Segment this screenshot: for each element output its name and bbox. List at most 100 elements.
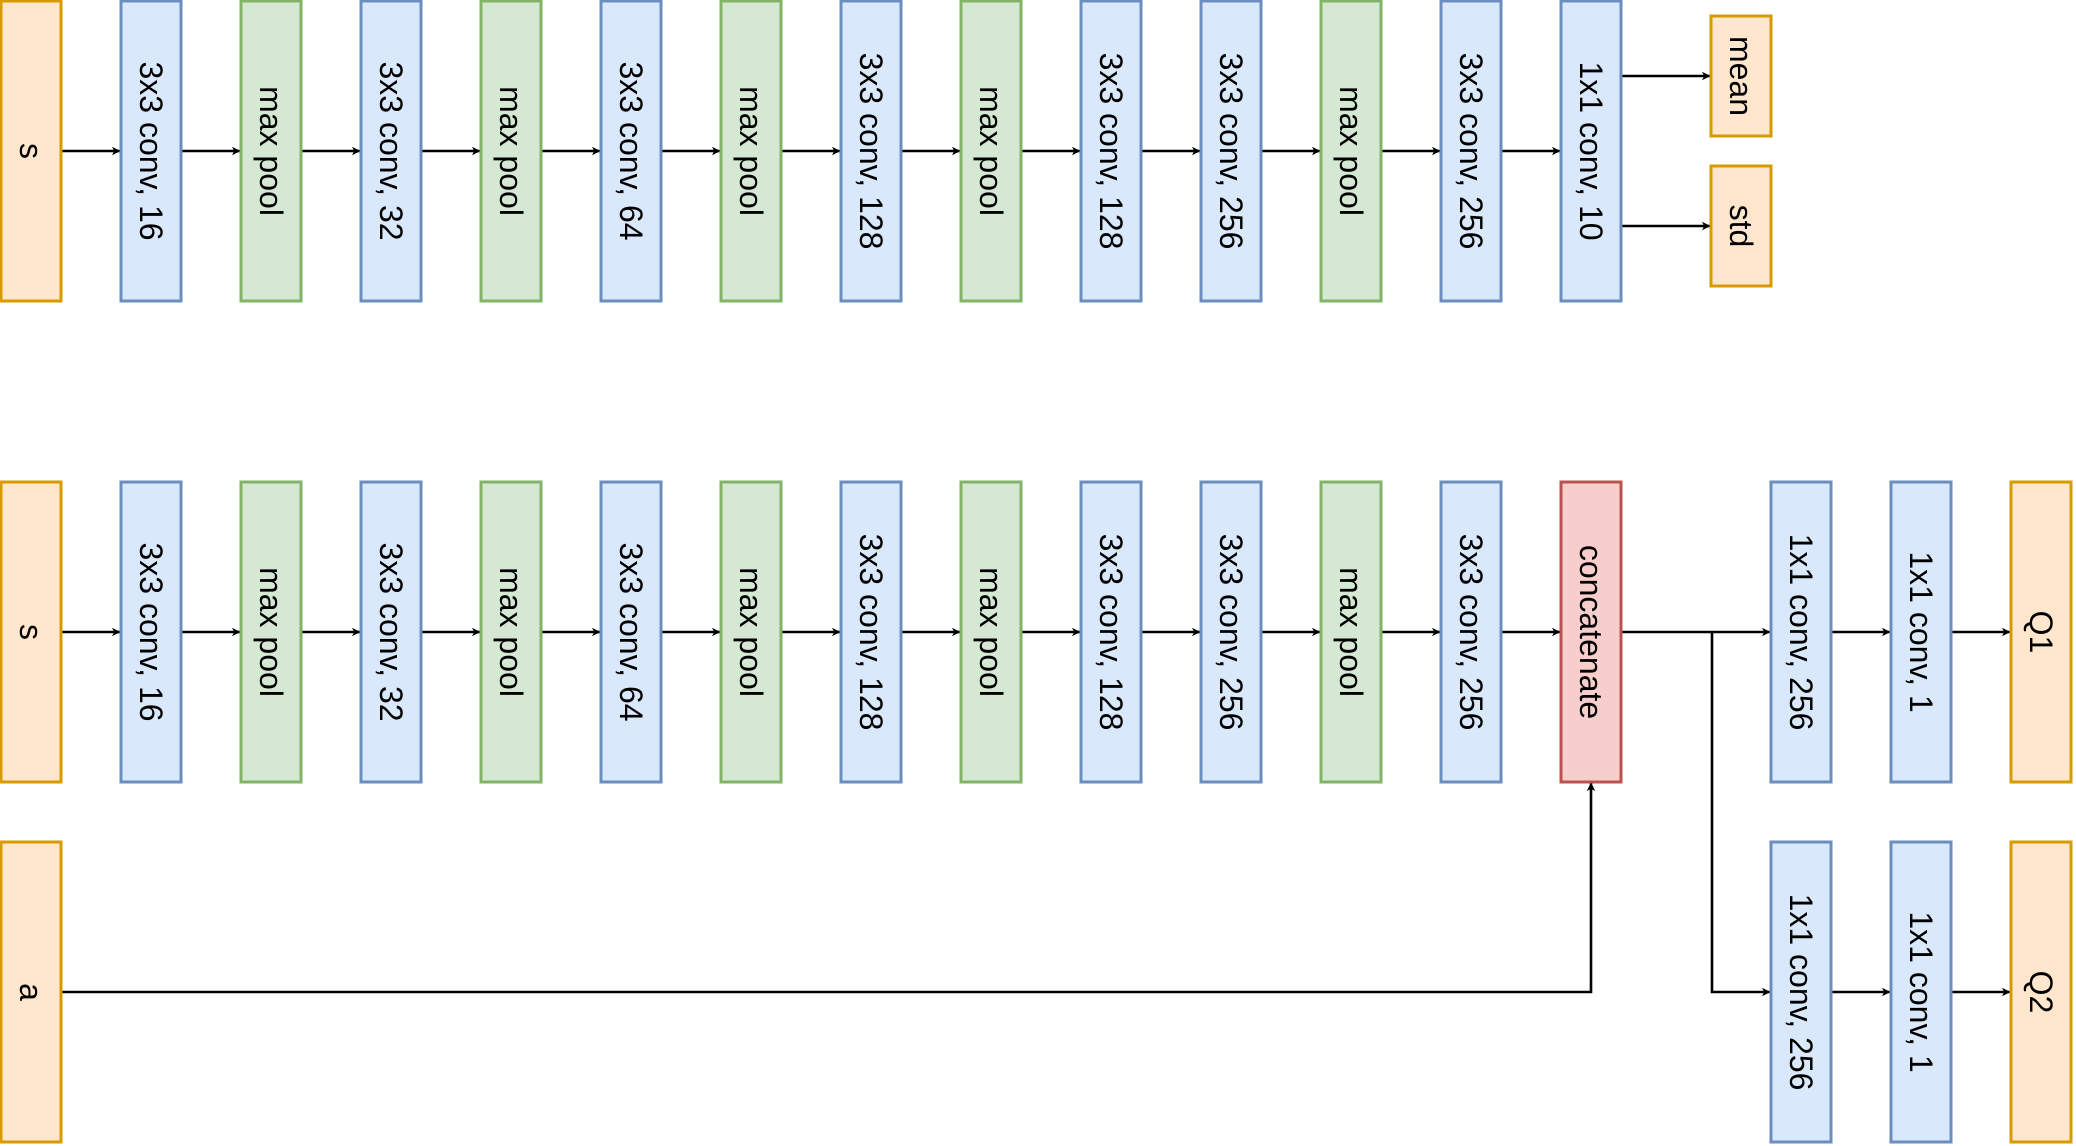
block-box: [599, 480, 663, 784]
block-box: [1559, 480, 1623, 784]
block-label: Q1: [2023, 611, 2059, 654]
critic-pool-3: max pool: [719, 480, 783, 784]
critic-q1-conv-1: 1x1 conv, 256: [1769, 480, 1833, 784]
block-box: [1709, 14, 1773, 138]
block-box: [1769, 840, 1833, 1144]
block-label: 3x3 conv, 128: [853, 53, 889, 250]
block-box: [2009, 480, 2073, 784]
block-box: [119, 480, 183, 784]
critic-concatenate: concatenate: [1559, 480, 1623, 784]
actor-output-mean: mean: [1709, 14, 1773, 138]
critic-conv-7: 3x3 conv, 256: [1439, 480, 1503, 784]
block-box: [1199, 0, 1263, 303]
block-label: max pool: [493, 567, 529, 697]
block-label: s: [13, 143, 49, 159]
critic-q1-conv-2: 1x1 conv, 1: [1889, 480, 1953, 784]
block-box: [599, 0, 663, 303]
block-label: 3x3 conv, 32: [373, 61, 409, 240]
block-box: [0, 840, 63, 1144]
actor-conv-6: 3x3 conv, 256: [1199, 0, 1263, 303]
actor-blocks: s 3x3 conv, 16 max pool 3x3 conv, 32 max…: [0, 0, 1773, 303]
block-box: [1079, 0, 1143, 303]
block-box: [0, 0, 63, 303]
block-box: [1559, 0, 1623, 303]
critic-connectors: [62, 627, 2011, 997]
block-label: 3x3 conv, 64: [613, 542, 649, 721]
block-label: max pool: [493, 86, 529, 216]
block-label: 3x3 conv, 128: [853, 534, 889, 731]
block-label: s: [13, 624, 49, 640]
block-box: [1769, 480, 1833, 784]
block-label: std: [1723, 205, 1759, 248]
critic-pool-1: max pool: [239, 480, 303, 784]
block-label: max pool: [973, 86, 1009, 216]
critic-blocks: s 3x3 conv, 16 max pool 3x3 conv, 32 max…: [0, 480, 2073, 1144]
actor-conv-3: 3x3 conv, 64: [599, 0, 663, 303]
block-label: 1x1 conv, 256: [1783, 534, 1819, 731]
actor-pool-5: max pool: [1319, 0, 1383, 303]
block-label: 1x1 conv, 1: [1903, 551, 1939, 712]
block-box: [359, 0, 423, 303]
block-label: 3x3 conv, 128: [1093, 53, 1129, 250]
critic-pool-5: max pool: [1319, 480, 1383, 784]
block-label: concatenate: [1573, 545, 1609, 719]
actor-conv-2: 3x3 conv, 32: [359, 0, 423, 303]
block-box: [1889, 480, 1953, 784]
block-box: [479, 480, 543, 784]
critic-q2-conv-2: 1x1 conv, 1: [1889, 840, 1953, 1144]
block-box: [239, 0, 303, 303]
block-box: [959, 0, 1023, 303]
branch-connector: [1710, 632, 1771, 997]
critic-input-s: s: [0, 480, 63, 784]
critic-conv-4: 3x3 conv, 128: [839, 480, 903, 784]
actor-network: s 3x3 conv, 16 max pool 3x3 conv, 32 max…: [0, 0, 1773, 303]
actor-conv-8: 1x1 conv, 10: [1559, 0, 1623, 303]
block-label: 3x3 conv, 256: [1453, 534, 1489, 731]
actor-pool-1: max pool: [239, 0, 303, 303]
actor-conv-7: 3x3 conv, 256: [1439, 0, 1503, 303]
critic-pool-2: max pool: [479, 480, 543, 784]
actor-conv-1: 3x3 conv, 16: [119, 0, 183, 303]
actor-pool-2: max pool: [479, 0, 543, 303]
critic-conv-6: 3x3 conv, 256: [1199, 480, 1263, 784]
actor-output-std: std: [1709, 164, 1773, 288]
actor-input-s: s: [0, 0, 63, 303]
block-label: 3x3 conv, 128: [1093, 534, 1129, 731]
actor-pool-4: max pool: [959, 0, 1023, 303]
block-label: max pool: [733, 567, 769, 697]
critic-pool-4: max pool: [959, 480, 1023, 784]
block-label: max pool: [1333, 86, 1369, 216]
block-label: 3x3 conv, 16: [133, 542, 169, 721]
block-box: [1889, 840, 1953, 1144]
block-label: a: [13, 983, 49, 1001]
block-box: [1199, 480, 1263, 784]
block-box: [2009, 840, 2073, 1144]
actor-conv-4: 3x3 conv, 128: [839, 0, 903, 303]
block-label: 3x3 conv, 256: [1213, 534, 1249, 731]
block-box: [839, 480, 903, 784]
block-label: 3x3 conv, 256: [1213, 53, 1249, 250]
block-box: [1439, 0, 1503, 303]
block-box: [1319, 480, 1383, 784]
block-box: [119, 0, 183, 303]
block-label: 3x3 conv, 256: [1453, 53, 1489, 250]
actor-pool-3: max pool: [719, 0, 783, 303]
block-label: max pool: [253, 567, 289, 697]
critic-output-q2: Q2: [2009, 840, 2073, 1144]
critic-network: s 3x3 conv, 16 max pool 3x3 conv, 32 max…: [0, 480, 2073, 1144]
block-label: 1x1 conv, 256: [1783, 894, 1819, 1091]
block-label: max pool: [253, 86, 289, 216]
block-box: [719, 480, 783, 784]
critic-conv-2: 3x3 conv, 32: [359, 480, 423, 784]
block-box: [1709, 164, 1773, 288]
block-box: [959, 480, 1023, 784]
block-box: [1079, 480, 1143, 784]
critic-conv-3: 3x3 conv, 64: [599, 480, 663, 784]
block-label: 3x3 conv, 64: [613, 61, 649, 240]
block-label: mean: [1723, 36, 1759, 116]
block-box: [839, 0, 903, 303]
block-label: max pool: [733, 86, 769, 216]
actor-connectors: [62, 71, 1711, 231]
block-box: [359, 480, 423, 784]
